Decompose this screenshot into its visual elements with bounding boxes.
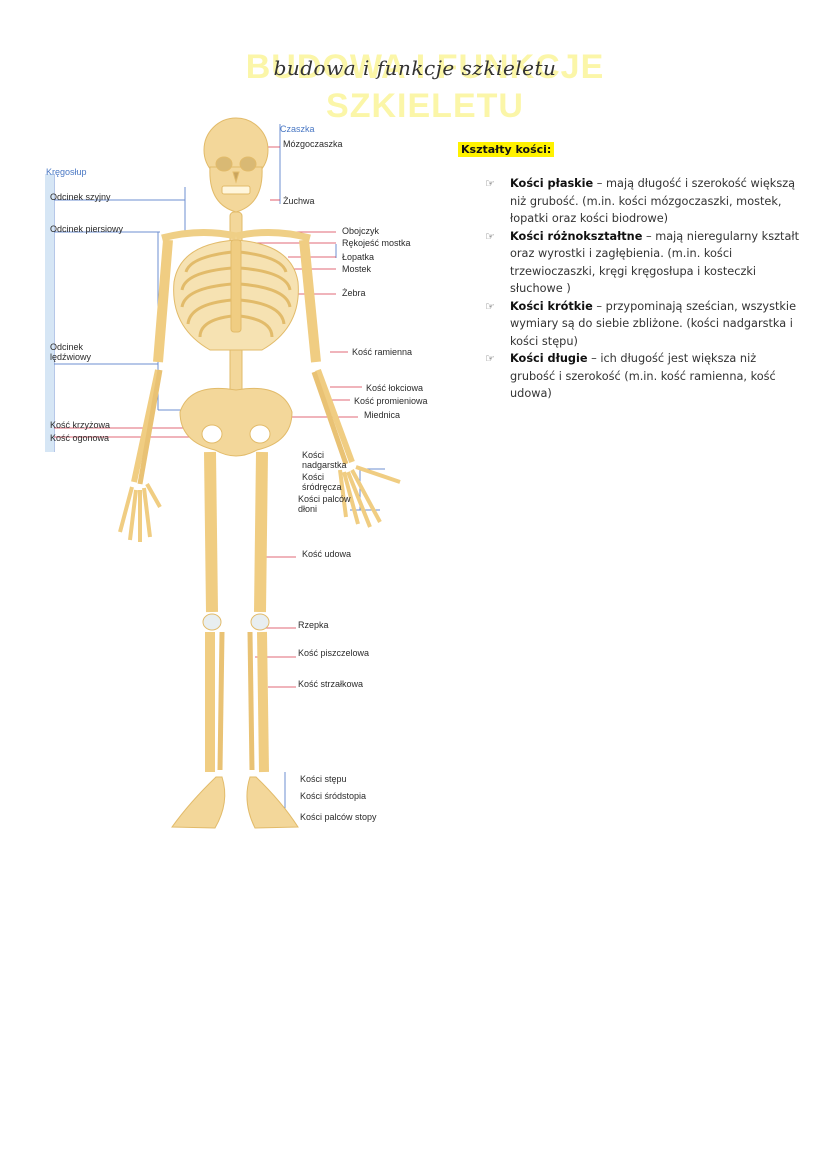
label-lopatka: Łopatka [342,252,375,262]
bones [118,117,401,829]
hand-pointer-icon: ☞ [485,299,495,313]
list-item-text: – ich długość jest większa niż grubość i… [510,352,776,400]
skeleton-drawing [45,117,401,829]
label-kosc-ogonowa: Kość ogonowa [50,433,110,443]
label-kosci-srodrecza: Kości śródręcza [302,472,342,492]
label-odcinek-ledzwiowy: Odcinek lędźwiowy [50,342,92,362]
label-kosci-palcow-dloni: Kości palców dłoni [298,494,351,514]
label-zebra: Żebra [342,288,366,298]
list-item: ☞ Kości różnokształtne – mają nieregular… [458,228,803,298]
background-title: BUDOWA I FUNKCJE SZKIELETU [245,48,605,125]
label-mozgoczaszka: Mózgoczaszka [283,139,343,149]
bone-shapes-list: ☞ Kości płaskie – mają długość i szeroko… [458,175,803,403]
hand-pointer-icon: ☞ [485,177,495,190]
bone-shapes-notes: Kształty kości: ☞ Kości płaskie – mają d… [458,138,803,403]
list-item: ☞ Kości płaskie – mają długość i szeroko… [458,175,803,228]
label-kosci-stepu: Kości stępu [300,774,347,784]
list-item-term: Kości krótkie [510,299,593,313]
label-kosc-udowa: Kość udowa [302,549,352,559]
list-item-text: – mają nieregularny kształt oraz wyrostk… [510,229,800,296]
label-kosc-lokciowa: Kość łokciowa [366,383,424,393]
page-header: BUDOWA I FUNKCJE SZKIELETU budowa i funk… [0,40,828,125]
hand-pointer-icon: ☞ [485,352,495,365]
label-kosc-ramienna: Kość ramienna [352,347,413,357]
hand-pointer-icon: ☞ [485,229,495,243]
skeleton-figure: Czaszka Mózgoczaszka Żuchwa Kręgosłup Od… [40,112,428,832]
label-czaszka: Czaszka [280,124,315,134]
notes-heading: Kształty kości: [458,142,555,157]
label-kosci-srodstopia: Kości śródstopia [300,791,367,801]
label-odcinek-szyjny: Odcinek szyjny [50,192,111,202]
label-mostek: Mostek [342,264,372,274]
label-zuchwa: Żuchwa [283,196,315,206]
script-title: budowa i funkcje szkieletu [273,56,557,80]
list-item: ☞ Kości krótkie – przypominają sześcian,… [458,298,803,351]
label-obojczyk: Obojczyk [342,226,380,236]
label-kosc-krzyzowa: Kość krzyżowa [50,420,111,430]
label-miednica: Miednica [364,410,401,420]
list-item: ☞ Kości długie – ich długość jest większ… [458,350,803,403]
label-kosc-piszczelowa: Kość piszczelowa [298,648,370,658]
list-item-text: – przypominają sześcian, wszystkie wymia… [510,299,797,348]
label-rekojesc-mostka: Rękojeść mostka [342,238,411,248]
label-kosci-nadgarstka: Kości nadgarstka [302,450,347,470]
label-rzepka: Rzepka [298,620,329,630]
label-kosc-strzalkowa: Kość strzałkowa [298,679,364,689]
list-item-term: Kości różnokształtne [510,229,643,243]
label-kregoslup: Kręgosłup [46,167,87,177]
list-item-text: – mają długość i szerokość większą niż g… [510,177,796,225]
label-kosci-palcow-stopy: Kości palców stopy [300,812,377,822]
label-odcinek-piersiowy: Odcinek piersiowy [50,224,124,234]
list-item-term: Kości płaskie [510,177,594,190]
label-kosc-promieniowa: Kość promieniowa [354,396,428,406]
list-item-term: Kości długie [510,352,588,365]
